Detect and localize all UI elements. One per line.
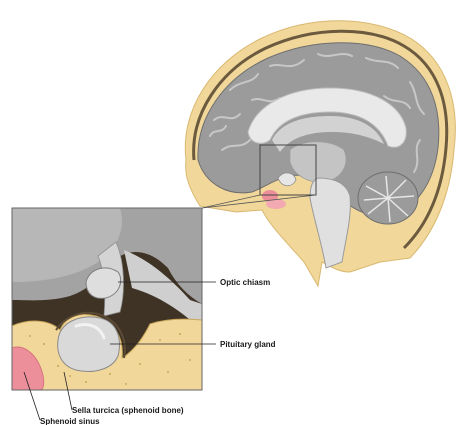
label-sella-turcica: Sella turcica (sphenoid bone) xyxy=(72,406,184,415)
cerebellum xyxy=(358,172,418,224)
sagittal-brain-section xyxy=(185,21,455,286)
label-pituitary-gland: Pituitary gland xyxy=(220,340,276,349)
label-sphenoid-sinus: Sphenoid sinus xyxy=(40,417,100,425)
label-optic-chiasm: Optic chiasm xyxy=(220,278,270,287)
inset-detail xyxy=(12,208,202,390)
